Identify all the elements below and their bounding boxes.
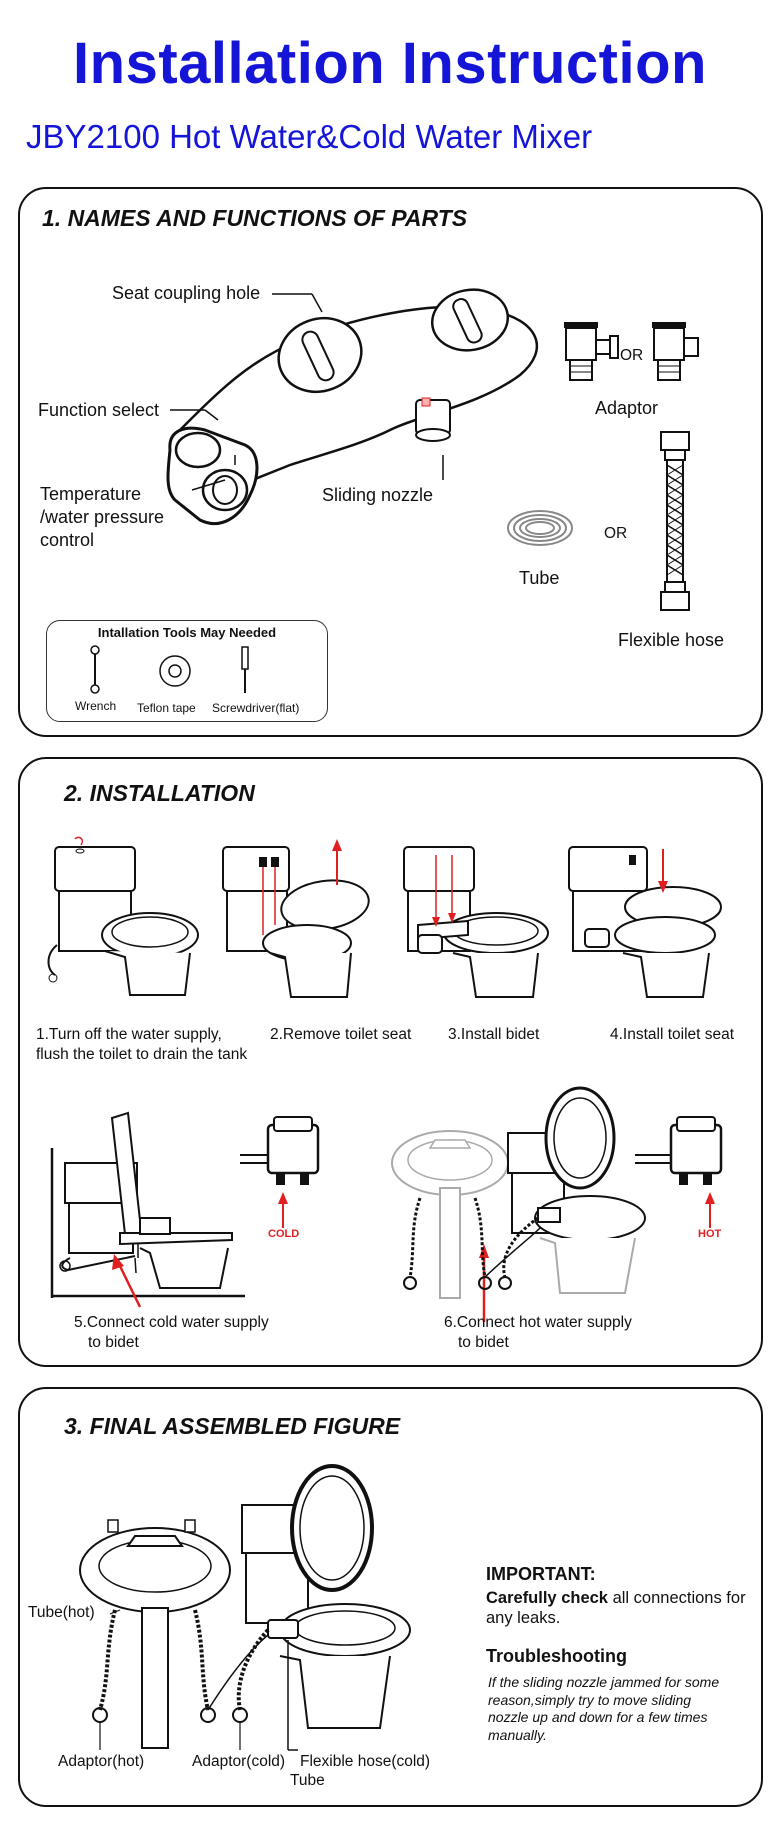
page-title: Installation Instruction: [73, 31, 707, 96]
step1-label-2: flush the toilet to drain the tank: [36, 1046, 248, 1063]
tube-or-label: OR: [604, 525, 628, 542]
step4-label: 4.Install toilet seat: [610, 1026, 735, 1043]
function-select-label: Function select: [38, 400, 160, 420]
sink-toilet-step6-illustration: [391, 1086, 646, 1299]
section-installation-title: 2. INSTALLATION: [64, 780, 255, 806]
important-title: IMPORTANT:: [486, 1564, 596, 1584]
bidet-cold-inlet-detail: [240, 1116, 320, 1185]
section-parts-panel: [18, 187, 763, 737]
cold-label: COLD: [268, 1228, 300, 1240]
important-body: Carefully check all connections for any …: [486, 1588, 756, 1628]
adaptor-cold-label: Adaptor(cold): [192, 1753, 286, 1770]
important-bold-text: Carefully check: [486, 1589, 608, 1607]
step5-label-2: to bidet: [88, 1334, 139, 1351]
wrench-label: Wrench: [75, 699, 117, 713]
troubleshooting-body: If the sliding nozzle jammed for some re…: [488, 1674, 720, 1743]
step2-label: 2.Remove toilet seat: [270, 1026, 412, 1043]
teflon-label: Teflon tape: [137, 701, 196, 715]
important-rest-text: all connections for any leaks.: [486, 1589, 746, 1627]
flexible-hose-label: Flexible hose: [618, 630, 725, 650]
section-final-title: 3. FINAL ASSEMBLED FIGURE: [64, 1413, 401, 1439]
tube-final-label: Tube: [290, 1772, 325, 1789]
temperature-label-2: /water pressure: [40, 507, 165, 527]
bidet-parts-illustration: [166, 288, 538, 526]
step5-label-1: 5.Connect cold water supply: [74, 1314, 269, 1331]
bidet-hot-inlet-detail: [635, 1116, 723, 1185]
teflon-tape-icon: [159, 655, 191, 687]
section-installation-panel: [18, 757, 763, 1367]
adaptor-icon: [564, 322, 699, 381]
step1-label-1: 1.Turn off the water supply,: [36, 1026, 222, 1043]
adaptor-label: Adaptor: [595, 398, 659, 418]
tube-icon: [507, 510, 573, 546]
section-parts-title: 1. NAMES AND FUNCTIONS OF PARTS: [42, 205, 468, 231]
sliding-nozzle-label: Sliding nozzle: [322, 485, 434, 505]
toilet-step3-illustration: [403, 846, 549, 998]
flexible-hose-icon: [660, 431, 690, 611]
tools-title: Intallation Tools May Needed: [97, 625, 277, 640]
tools-box: Intallation Tools May Needed Wrench Tefl…: [46, 620, 328, 722]
tube-label: Tube: [519, 568, 560, 588]
seat-coupling-hole-label: Seat coupling hole: [112, 283, 261, 303]
toilet-step1-illustration: [47, 836, 199, 996]
final-assembled-illustration: [79, 1464, 411, 1751]
toilet-step5-illustration: [50, 1111, 245, 1298]
hot-label: HOT: [698, 1228, 722, 1240]
adaptor-or-label: OR: [620, 347, 644, 364]
cold-arrow: [112, 1192, 715, 1322]
step6-label-2: to bidet: [458, 1334, 509, 1351]
toilet-step4-illustration: [568, 846, 722, 998]
screwdriver-label: Screwdriver(flat): [212, 701, 300, 715]
page-subtitle: JBY2100 Hot Water&Cold Water Mixer: [26, 118, 593, 155]
screwdriver-icon: [241, 646, 249, 693]
step6-label-1: 6.Connect hot water supply: [444, 1314, 632, 1331]
toilet-step2-illustration: [222, 839, 370, 998]
parts-leader-lines: [170, 293, 444, 491]
step3-label: 3.Install bidet: [448, 1026, 540, 1043]
temperature-label-1: Temperature: [40, 484, 142, 504]
flexible-hose-cold-label: Flexible hose(cold): [300, 1753, 431, 1770]
temperature-label-3: control: [40, 530, 95, 550]
troubleshooting-title: Troubleshooting: [486, 1646, 627, 1666]
wrench-icon: [90, 645, 100, 694]
tube-hot-label: Tube(hot): [28, 1604, 95, 1621]
section-final-panel: [18, 1387, 763, 1807]
adaptor-hot-label: Adaptor(hot): [58, 1753, 145, 1770]
